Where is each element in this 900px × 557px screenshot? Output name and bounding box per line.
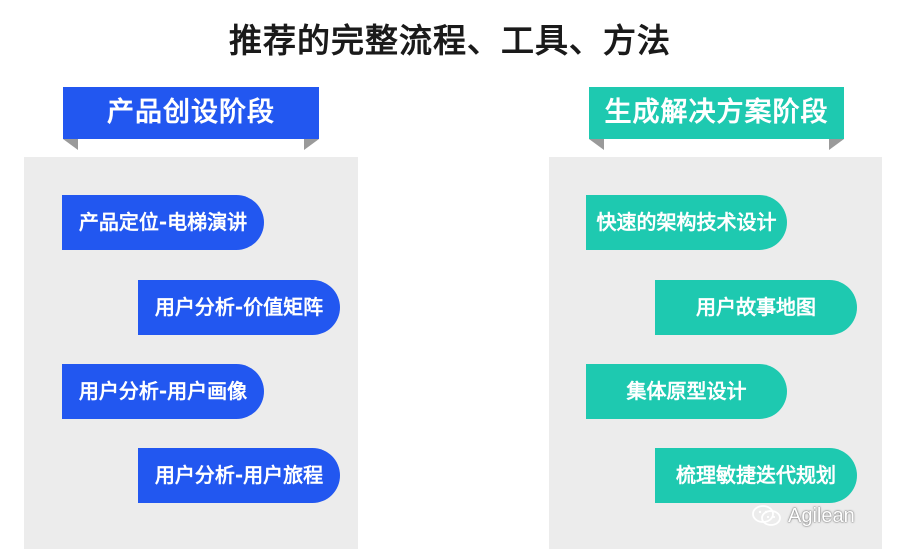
watermark: Agilean	[752, 503, 855, 529]
step-user-journey: 用户分析-用户旅程	[138, 448, 340, 503]
step-collective-prototype: 集体原型设计	[586, 364, 787, 419]
step-iteration-planning: 梳理敏捷迭代规划	[655, 448, 857, 503]
step-user-persona: 用户分析-用户画像	[62, 364, 264, 419]
banner-fold-right	[304, 139, 319, 150]
step-architecture-design: 快速的架构技术设计	[586, 195, 787, 250]
banner-fold-left	[63, 139, 78, 150]
watermark-text: Agilean	[788, 504, 855, 527]
step-user-story-map: 用户故事地图	[655, 280, 857, 335]
stage-banner-product-creation: 产品创设阶段	[63, 87, 319, 139]
page-title: 推荐的完整流程、工具、方法	[229, 21, 671, 60]
banner-fold-left	[589, 139, 604, 150]
step-value-matrix: 用户分析-价值矩阵	[138, 280, 340, 335]
wechat-icon	[752, 504, 782, 528]
stage-banner-solution: 生成解决方案阶段	[589, 87, 844, 139]
step-product-positioning: 产品定位-电梯演讲	[62, 195, 264, 250]
banner-fold-right	[829, 139, 844, 150]
